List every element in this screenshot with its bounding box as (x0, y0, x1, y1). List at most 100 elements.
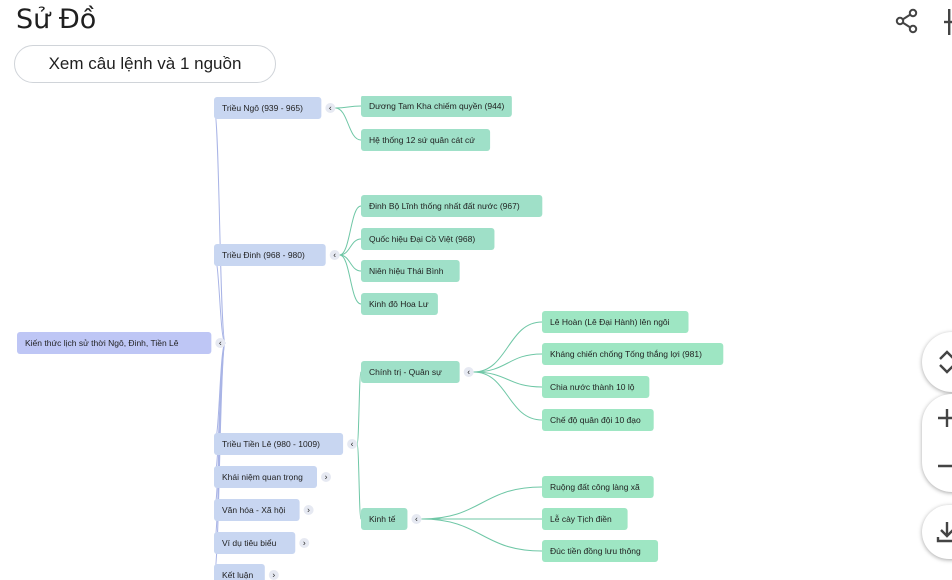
sub-toggle-0[interactable]: ‹ (463, 367, 474, 378)
zoom-in-button[interactable] (922, 394, 952, 442)
edge-b2-s1 (356, 443, 362, 520)
leaf-node-b1-3[interactable]: Kinh đô Hoa Lư (361, 293, 438, 315)
leaf-node-s0-1-box[interactable] (542, 343, 724, 365)
branch-toggle-5[interactable]: › (299, 538, 310, 549)
branch-node-6[interactable]: Kết luận (214, 564, 265, 580)
leaf-node-b0-1-box[interactable] (361, 129, 491, 151)
leaf-node-s0-1-label: Kháng chiến chống Tống thắng lợi (981) (550, 349, 702, 359)
sub-toggle-1-chevron-icon: ‹ (415, 514, 418, 524)
branch-node-1-box[interactable] (214, 244, 326, 266)
leaf-node-b0-1[interactable]: Hệ thống 12 sứ quân cát cứ (361, 129, 491, 151)
sub-node-0[interactable]: Chính trị - Quân sự (361, 361, 460, 383)
leaf-node-s1-2[interactable]: Đúc tiền đồng lưu thông (542, 540, 659, 562)
sub-toggle-1[interactable]: ‹ (411, 514, 422, 525)
branch-node-5-label: Ví dụ tiêu biểu (222, 538, 277, 548)
leaf-node-b1-2[interactable]: Niên hiệu Thái Bình (361, 260, 460, 282)
sub-toggle-0-circle[interactable] (463, 367, 474, 377)
view-prompt-and-sources-button[interactable]: Xem câu lệnh và 1 nguồn (14, 45, 276, 83)
edge-s0-l1 (473, 353, 543, 373)
branch-node-2-box[interactable] (214, 433, 344, 455)
branch-toggle-0-circle[interactable] (325, 103, 336, 113)
root-collapse-toggle-circle[interactable] (215, 338, 226, 348)
share-icon[interactable] (893, 7, 921, 35)
sub-toggle-1-circle[interactable] (411, 514, 422, 524)
edge-b1-c1 (339, 238, 362, 256)
download-control[interactable] (922, 505, 952, 559)
sub-toggle-0-chevron-icon: ‹ (467, 367, 470, 377)
branch-node-5-box[interactable] (214, 532, 296, 554)
edge-s0-l0 (473, 321, 543, 373)
edge-b0-c1 (335, 107, 362, 141)
leaf-node-s1-0-box[interactable] (542, 476, 654, 498)
leaf-node-b1-1[interactable]: Quốc hiệu Đại Cồ Việt (968) (361, 228, 495, 250)
edge-b1-c3 (339, 254, 362, 305)
branch-node-0[interactable]: Triều Ngô (939 - 965) (214, 97, 322, 119)
leaf-node-s0-1[interactable]: Kháng chiến chống Tống thắng lợi (981) (542, 343, 724, 365)
leaf-node-s0-2[interactable]: Chia nước thành 10 lộ (542, 376, 650, 398)
edge-b2-s0 (356, 371, 362, 445)
branch-toggle-6[interactable]: › (268, 570, 279, 580)
branch-node-5[interactable]: Ví dụ tiêu biểu (214, 532, 296, 554)
leaf-node-b1-1-label: Quốc hiệu Đại Cồ Việt (968) (369, 234, 475, 244)
branch-toggle-5-circle[interactable] (299, 538, 310, 548)
leaf-node-s0-3-label: Chế độ quân đội 10 đạo (550, 415, 641, 425)
branch-node-1[interactable]: Triều Đinh (968 - 980) (214, 244, 326, 266)
branch-node-2[interactable]: Triều Tiền Lê (980 - 1009) (214, 433, 344, 455)
leaf-node-s0-3-box[interactable] (542, 409, 654, 431)
branch-node-6-box[interactable] (214, 564, 265, 580)
leaf-node-s0-3[interactable]: Chế độ quân đội 10 đạo (542, 409, 654, 431)
download-icon[interactable] (936, 520, 952, 544)
branch-toggle-1[interactable]: ‹ (329, 250, 340, 261)
mindmap-canvas[interactable]: Kiến thức lịch sử thời Ngô, Đinh, Tiền L… (0, 96, 952, 580)
leaf-node-s0-0-box[interactable] (542, 311, 689, 333)
branch-node-0-box[interactable] (214, 97, 322, 119)
zoom-in-icon[interactable] (936, 407, 952, 429)
branch-node-3-box[interactable] (214, 466, 317, 488)
branch-toggle-3-circle[interactable] (321, 472, 331, 482)
zoom-out-icon[interactable] (936, 455, 952, 477)
expand-collapse-icon[interactable] (936, 347, 952, 377)
edge-s0-l3 (473, 371, 543, 421)
leaf-node-b0-0-box[interactable] (361, 96, 512, 117)
branch-toggle-3[interactable]: › (321, 472, 331, 483)
edge-b0-c0 (335, 105, 362, 109)
leaf-node-s1-1[interactable]: Lễ cày Tịch điền (542, 508, 628, 530)
more-options-icon[interactable] (944, 9, 952, 35)
branch-node-0-label: Triều Ngô (939 - 965) (222, 103, 303, 113)
branch-toggle-2[interactable]: ‹ (347, 439, 358, 450)
leaf-node-s0-0[interactable]: Lê Hoàn (Lê Đại Hành) lên ngôi (542, 311, 689, 333)
branch-node-4-box[interactable] (214, 499, 300, 521)
branch-toggle-4-circle[interactable] (303, 505, 314, 515)
zoom-out-button[interactable] (922, 442, 952, 490)
leaf-node-b1-2-label: Niên hiệu Thái Bình (369, 266, 444, 276)
branch-node-3[interactable]: Khái niệm quan trọng (214, 466, 317, 488)
leaf-node-b1-0[interactable]: Đinh Bộ Lĩnh thống nhất đất nước (967) (361, 195, 543, 217)
mindmap-root-node-box[interactable] (17, 332, 212, 354)
mindmap-root-node[interactable]: Kiến thức lịch sử thời Ngô, Đinh, Tiền L… (17, 332, 212, 354)
leaf-node-b1-1-box[interactable] (361, 228, 495, 250)
leaf-node-s0-2-box[interactable] (542, 376, 650, 398)
branch-node-3-label: Khái niệm quan trọng (222, 472, 303, 482)
branch-toggle-4[interactable]: › (303, 505, 314, 516)
leaf-node-b1-0-box[interactable] (361, 195, 543, 217)
leaf-node-s1-2-box[interactable] (542, 540, 659, 562)
sub-node-1-box[interactable] (361, 508, 408, 530)
leaf-node-s1-0[interactable]: Ruộng đất công làng xã (542, 476, 654, 498)
leaf-node-b1-2-box[interactable] (361, 260, 460, 282)
branch-toggle-2-circle[interactable] (347, 439, 358, 449)
root-collapse-toggle[interactable]: ‹ (215, 338, 226, 349)
branch-node-4[interactable]: Văn hóa - Xã hội (214, 499, 300, 521)
branch-toggle-6-chevron-icon: › (272, 570, 275, 580)
sub-node-1[interactable]: Kinh tế (361, 508, 408, 530)
branch-toggle-6-circle[interactable] (268, 570, 279, 580)
branch-toggle-1-circle[interactable] (329, 250, 340, 260)
leaf-node-b1-3-box[interactable] (361, 293, 438, 315)
zoom-control (922, 394, 952, 492)
sub-node-0-box[interactable] (361, 361, 460, 383)
edge-b1-c0 (339, 205, 362, 256)
branch-toggle-0[interactable]: ‹ (325, 103, 336, 114)
leaf-node-b0-0[interactable]: Dương Tam Kha chiếm quyền (944) (361, 96, 512, 117)
leaf-node-b1-0-label: Đinh Bộ Lĩnh thống nhất đất nước (967) (369, 201, 520, 211)
expand-collapse-control[interactable] (922, 332, 952, 392)
leaf-node-s1-1-box[interactable] (542, 508, 628, 530)
